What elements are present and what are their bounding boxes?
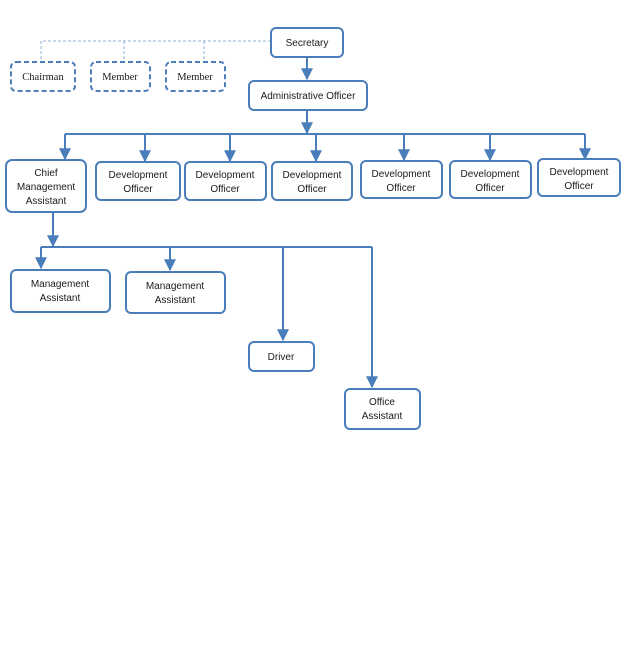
chairman-box: Chairman xyxy=(10,61,76,92)
secretary-box: Secretary xyxy=(270,27,344,58)
development-officer-6-line-1: Development xyxy=(550,167,609,178)
development-officer-box-1: Development Officer xyxy=(95,161,181,201)
management-assistant-box-2: Management Assistant xyxy=(125,271,226,314)
management-assistant-1-line-1: Management xyxy=(31,279,90,290)
management-assistant-2-line-1: Management xyxy=(146,281,205,292)
development-officer-3-line-2: Officer xyxy=(297,184,327,195)
management-assistant-box-1: Management Assistant xyxy=(10,269,111,313)
development-officer-1-line-2: Officer xyxy=(123,184,153,195)
development-officer-6-line-2: Officer xyxy=(564,181,594,192)
development-officer-box-6: Development Officer xyxy=(537,158,621,197)
development-officer-box-4: Development Officer xyxy=(360,160,443,199)
chief-line-3: Assistant xyxy=(26,196,67,207)
board-link-line xyxy=(40,40,271,62)
office-assistant-line-1: Office xyxy=(369,397,395,408)
member-label-1: Member xyxy=(102,72,138,83)
development-officer-3-line-1: Development xyxy=(283,170,342,181)
chief-management-assistant-box: Chief Management Assistant xyxy=(5,159,87,213)
chief-line-2: Management xyxy=(17,182,76,193)
development-officer-box-2: Development Officer xyxy=(184,161,267,201)
development-officer-box-3: Development Officer xyxy=(271,161,353,201)
member-box-1: Member xyxy=(90,61,151,92)
management-assistant-1-line-2: Assistant xyxy=(40,293,81,304)
member-box-2: Member xyxy=(165,61,226,92)
chief-line-1: Chief xyxy=(34,168,58,179)
development-officer-2-line-1: Development xyxy=(196,170,255,181)
management-assistant-2-line-2: Assistant xyxy=(155,295,196,306)
connectors xyxy=(35,40,591,389)
office-assistant-box: Office Assistant xyxy=(344,388,421,430)
development-officer-1-line-1: Development xyxy=(109,170,168,181)
development-officer-4-line-2: Officer xyxy=(386,183,416,194)
chairman-label: Chairman xyxy=(22,72,64,83)
administrative-officer-label: Administrative Officer xyxy=(261,91,357,102)
administrative-officer-box: Administrative Officer xyxy=(248,80,368,111)
development-officer-box-5: Development Officer xyxy=(449,160,532,199)
secretary-label: Secretary xyxy=(286,38,329,49)
development-officer-4-line-1: Development xyxy=(372,169,431,180)
driver-box: Driver xyxy=(248,341,315,372)
development-officer-2-line-2: Officer xyxy=(210,184,240,195)
development-officer-5-line-2: Officer xyxy=(475,183,505,194)
member-label-2: Member xyxy=(177,72,213,83)
driver-label: Driver xyxy=(268,352,295,363)
development-officer-5-line-1: Development xyxy=(461,169,520,180)
office-assistant-line-2: Assistant xyxy=(362,411,403,422)
